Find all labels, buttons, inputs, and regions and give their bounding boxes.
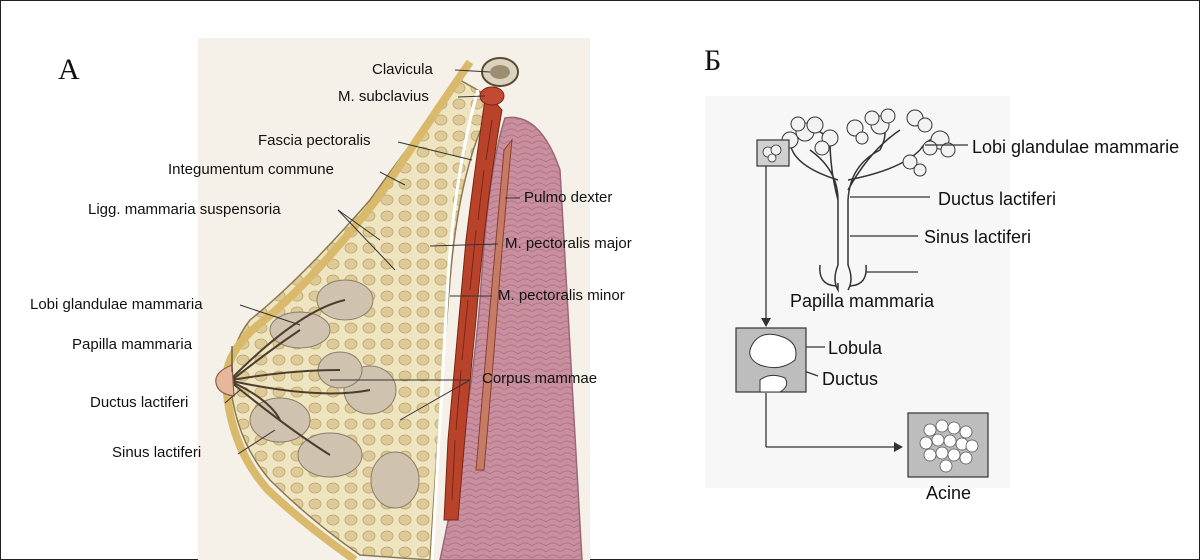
ductus-shape: [760, 375, 787, 392]
label-acine: Acine: [926, 484, 971, 502]
label-lobi-glandulae-mammarie: Lobi glandulae mammarie: [972, 138, 1179, 156]
label-b-sinus-lactiferi: Sinus lactiferi: [924, 228, 1031, 246]
label-b-papilla-mammaria: Papilla mammaria: [790, 292, 934, 310]
label-lobula: Lobula: [828, 339, 882, 357]
label-b-ductus-lactiferi: Ductus lactiferi: [938, 190, 1056, 208]
label-ductus: Ductus: [822, 370, 878, 388]
